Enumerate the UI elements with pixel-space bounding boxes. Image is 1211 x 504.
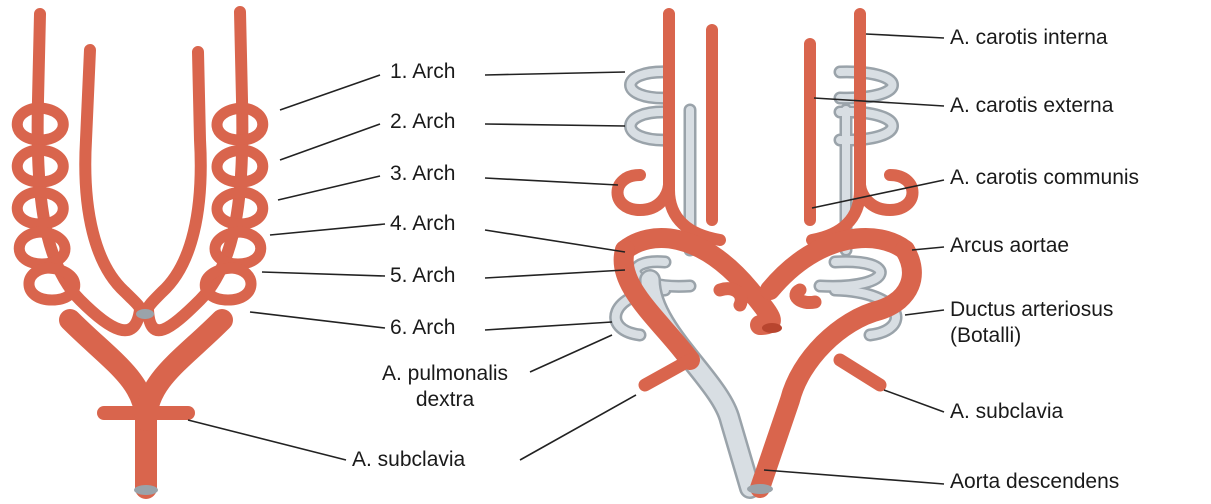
leader-right-subclavia [884,390,944,412]
label-carotis-communis: A. carotis communis [950,166,1139,190]
leader-arch-1-left [280,75,380,110]
leader-carotis-interna [866,34,944,38]
label-ductus-line1: Ductus arteriosus [950,298,1113,322]
left-junction-end [136,309,154,319]
right-trunk-end [747,484,773,494]
label-arch-4: 4. Arch [390,212,455,236]
leader-arch-5-right [485,270,625,278]
label-aorta-descendens: Aorta descendens [950,470,1119,494]
label-pulmonalis-line2: dextra [355,388,535,412]
leader-arch-5-left [262,272,385,276]
leader-arch-4-left [270,224,385,235]
label-carotis-interna: A. carotis interna [950,26,1108,50]
leader-arch-2-right [485,124,625,126]
left-descending-trunk [70,320,222,488]
label-right-subclavia: A. subclavia [950,400,1063,424]
leader-arcus [912,247,944,250]
right-junction-end [762,323,782,333]
label-arch-6: 6. Arch [390,316,455,340]
right-adult-derivatives [616,14,913,494]
left-ventral-stem-right [85,50,142,312]
label-arch-2: 2. Arch [390,110,455,134]
left-trunk-end [134,485,158,495]
leader-pulmonalis [530,335,612,372]
leader-left-subclavia-2 [520,395,636,460]
leader-arch-1-right [485,72,625,75]
leader-arch-6-right [485,322,612,330]
label-arch-5: 5. Arch [390,264,455,288]
label-arch-1: 1. Arch [390,60,455,84]
leader-arch-3-left [278,176,380,200]
label-pulmonalis-line1: A. pulmonalis [355,362,535,386]
leader-arch-3-right [485,178,618,185]
left-ventral-stem-left [146,52,201,312]
label-arch-3: 3. Arch [390,162,455,186]
leader-ductus [905,310,944,315]
carotid-arteries [618,14,913,240]
label-ductus-line2: (Botalli) [950,324,1021,348]
leader-left-subclavia [188,420,346,460]
leader-arch-2-left [280,124,380,160]
leader-arch-4-right [485,230,625,252]
label-left-subclavia: A. subclavia [352,448,465,472]
label-arcus-aortae: Arcus aortae [950,234,1069,258]
leader-aorta-descendens [764,470,944,484]
leader-arch-6-left [250,312,385,328]
left-embryonic-arches [17,12,263,495]
label-carotis-externa: A. carotis externa [950,94,1113,118]
